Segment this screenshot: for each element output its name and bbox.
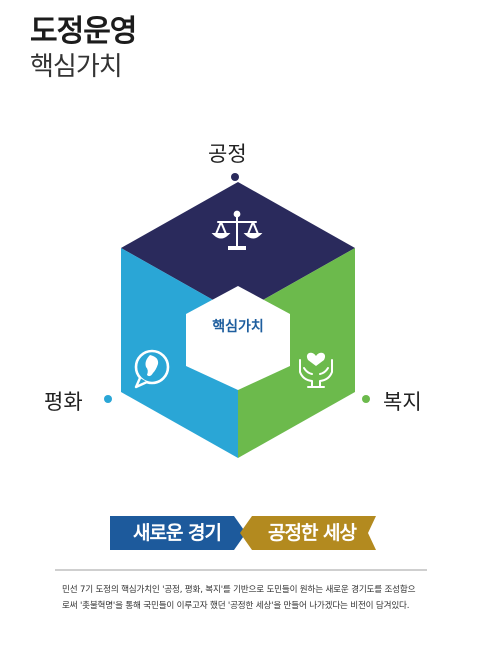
scales-of-justice-icon [211, 210, 263, 250]
value-label-bokji: 복지 [383, 390, 422, 414]
slogan-banner-shapes [110, 516, 376, 550]
slogan-right-text: 공정한 세상 [267, 522, 357, 544]
center-label: 핵심가치 [212, 319, 264, 335]
banner-right-shape [240, 516, 376, 550]
marker-dot-right [362, 395, 370, 403]
page-title: 도정운영 [30, 14, 137, 49]
slogan-banner: 새로운 경기 공정한 세상 [110, 516, 376, 550]
marker-dot-top [231, 173, 239, 181]
page-subtitle: 핵심가치 [30, 52, 123, 82]
value-label-pyeonghwa: 평화 [44, 390, 83, 414]
description-text: 민선 7기 도정의 핵심가치인 '공정, 평화, 복지'를 기반으로 도민들이 … [62, 585, 416, 611]
marker-dot-left [104, 395, 112, 403]
banner-left-shape [110, 516, 246, 550]
center-hexagon [186, 286, 290, 390]
heart-hands-icon [299, 352, 333, 388]
value-label-gongjeong: 공정 [208, 142, 247, 166]
divider [55, 569, 427, 571]
korea-peninsula-speech-bubble-icon [134, 349, 170, 389]
slogan-left-text: 새로운 경기 [132, 522, 222, 544]
left-face-pyeonghwa [121, 248, 238, 458]
right-face-bokji [238, 248, 355, 458]
